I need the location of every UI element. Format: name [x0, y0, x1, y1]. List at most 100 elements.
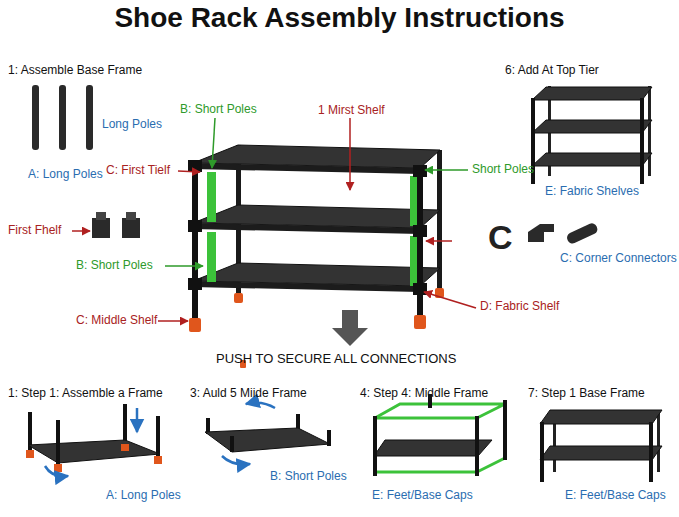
motion-arrow [246, 403, 275, 408]
corner-connector [92, 218, 110, 238]
part-label: B: Short Poles [76, 259, 153, 273]
step-illustration [649, 422, 653, 482]
instruction-note: PUSH TO SECURE ALL CONNECTIONS [216, 352, 456, 367]
step-illustration [205, 428, 330, 452]
leader-arrow [72, 230, 90, 232]
step-illustration [26, 404, 162, 472]
part-label: D: Fabric Shelf [480, 300, 559, 314]
step-heading: 6: Add At Top Tier [505, 64, 599, 78]
rack-pole [188, 278, 202, 290]
step-heading: 3: Auld 5 Miide Frame [190, 387, 307, 401]
part-label: A: Long Poles [106, 489, 181, 503]
leader-arrow [165, 265, 203, 267]
step-illustration [374, 440, 492, 456]
part-label: First Fhelf [8, 224, 61, 238]
long-pole [59, 85, 66, 150]
corner-connector [528, 222, 599, 245]
motion-arrow [222, 403, 275, 465]
step-illustration [477, 458, 505, 472]
step-illustration [28, 412, 32, 450]
push-arrow [332, 310, 368, 346]
step-illustration [56, 420, 60, 464]
leader-arrow [72, 118, 476, 321]
leader-arrow [212, 118, 215, 168]
corner-connector [92, 212, 140, 238]
part-label: C: First Tielf [106, 164, 170, 178]
step-illustration [156, 416, 160, 456]
small-rack [532, 120, 652, 133]
step-illustration [375, 404, 505, 418]
small-rack [532, 153, 652, 166]
leader-arrow [178, 171, 200, 172]
part-label: C: Corner Connectors [560, 252, 677, 266]
leader-arrow [425, 169, 468, 171]
step-illustration [327, 430, 331, 446]
part-label: Short Poles [472, 163, 534, 177]
corner-connector [528, 224, 554, 242]
fabric-shelf [193, 163, 420, 174]
small-rack [532, 87, 652, 100]
part-label: A: Long Poles [28, 168, 103, 182]
leader-arrow [349, 118, 351, 190]
part-label: E: Feet/Base Caps [565, 489, 666, 503]
rack-pole [413, 165, 427, 177]
leader-arrow [424, 292, 476, 308]
corner-connector [96, 212, 106, 220]
part-label: E: Feet/Base Caps [372, 489, 473, 503]
rack-pole [413, 283, 427, 295]
fabric-shelf [193, 281, 420, 292]
step-illustration [503, 400, 507, 460]
foot-cap [234, 293, 243, 303]
step-illustration [28, 440, 160, 463]
step-heading: 7: Step 1 Base Frame [528, 387, 645, 401]
foot-cap [189, 318, 201, 332]
motion-arrow [136, 408, 139, 432]
step-illustration [205, 414, 331, 452]
leader-arrow [426, 240, 452, 242]
step-heading: 1: Assemble Base Frame [8, 64, 142, 78]
corner-connector [126, 212, 136, 220]
step-illustration [540, 410, 662, 424]
leader-arrow [158, 320, 188, 322]
step-heading: 4: Step 4: Middle Frame [360, 387, 488, 401]
step-illustration [540, 446, 662, 460]
step-illustration [375, 418, 477, 472]
step-illustration [540, 422, 544, 482]
corner-connector [122, 218, 140, 238]
short-pole [207, 172, 216, 222]
rack-pole [188, 220, 202, 232]
part-label: B: Short Poles [180, 103, 257, 117]
step-illustration [657, 410, 660, 472]
fabric-shelf [193, 145, 440, 292]
rack-pole [192, 160, 198, 320]
short-pole [207, 232, 216, 282]
fabric-shelf [193, 223, 420, 234]
part-label: C: Middle Shelf [76, 314, 157, 328]
corner-connector [565, 222, 599, 245]
small-rack [640, 98, 644, 184]
long-pole [32, 85, 39, 150]
step-illustration [375, 404, 505, 472]
long-pole [86, 85, 93, 150]
part-label: Long Poles [102, 118, 162, 132]
step-illustration [373, 394, 507, 476]
part-label: B: Short Poles [270, 470, 347, 484]
step-heading: 1: Step 1: Assemble a Frame [8, 387, 163, 401]
part-label: E: Fabric Shelves [545, 185, 639, 199]
push-arrow [332, 310, 368, 346]
part-label: 1 Mirst Shelf [318, 104, 385, 118]
step-illustration [123, 404, 127, 444]
step-illustration [540, 410, 662, 482]
step-illustration [26, 450, 34, 458]
long-pole [32, 85, 93, 150]
page-title: Shoe Rack Assembly Instructions [0, 2, 679, 34]
step-illustration [373, 416, 377, 476]
foot-cap [414, 315, 426, 329]
step-illustration [475, 416, 479, 476]
rack-pole [413, 225, 427, 237]
step-illustration [121, 444, 129, 451]
step-illustration [230, 436, 234, 452]
motion-arrow [45, 466, 68, 476]
small-rack [648, 86, 651, 176]
